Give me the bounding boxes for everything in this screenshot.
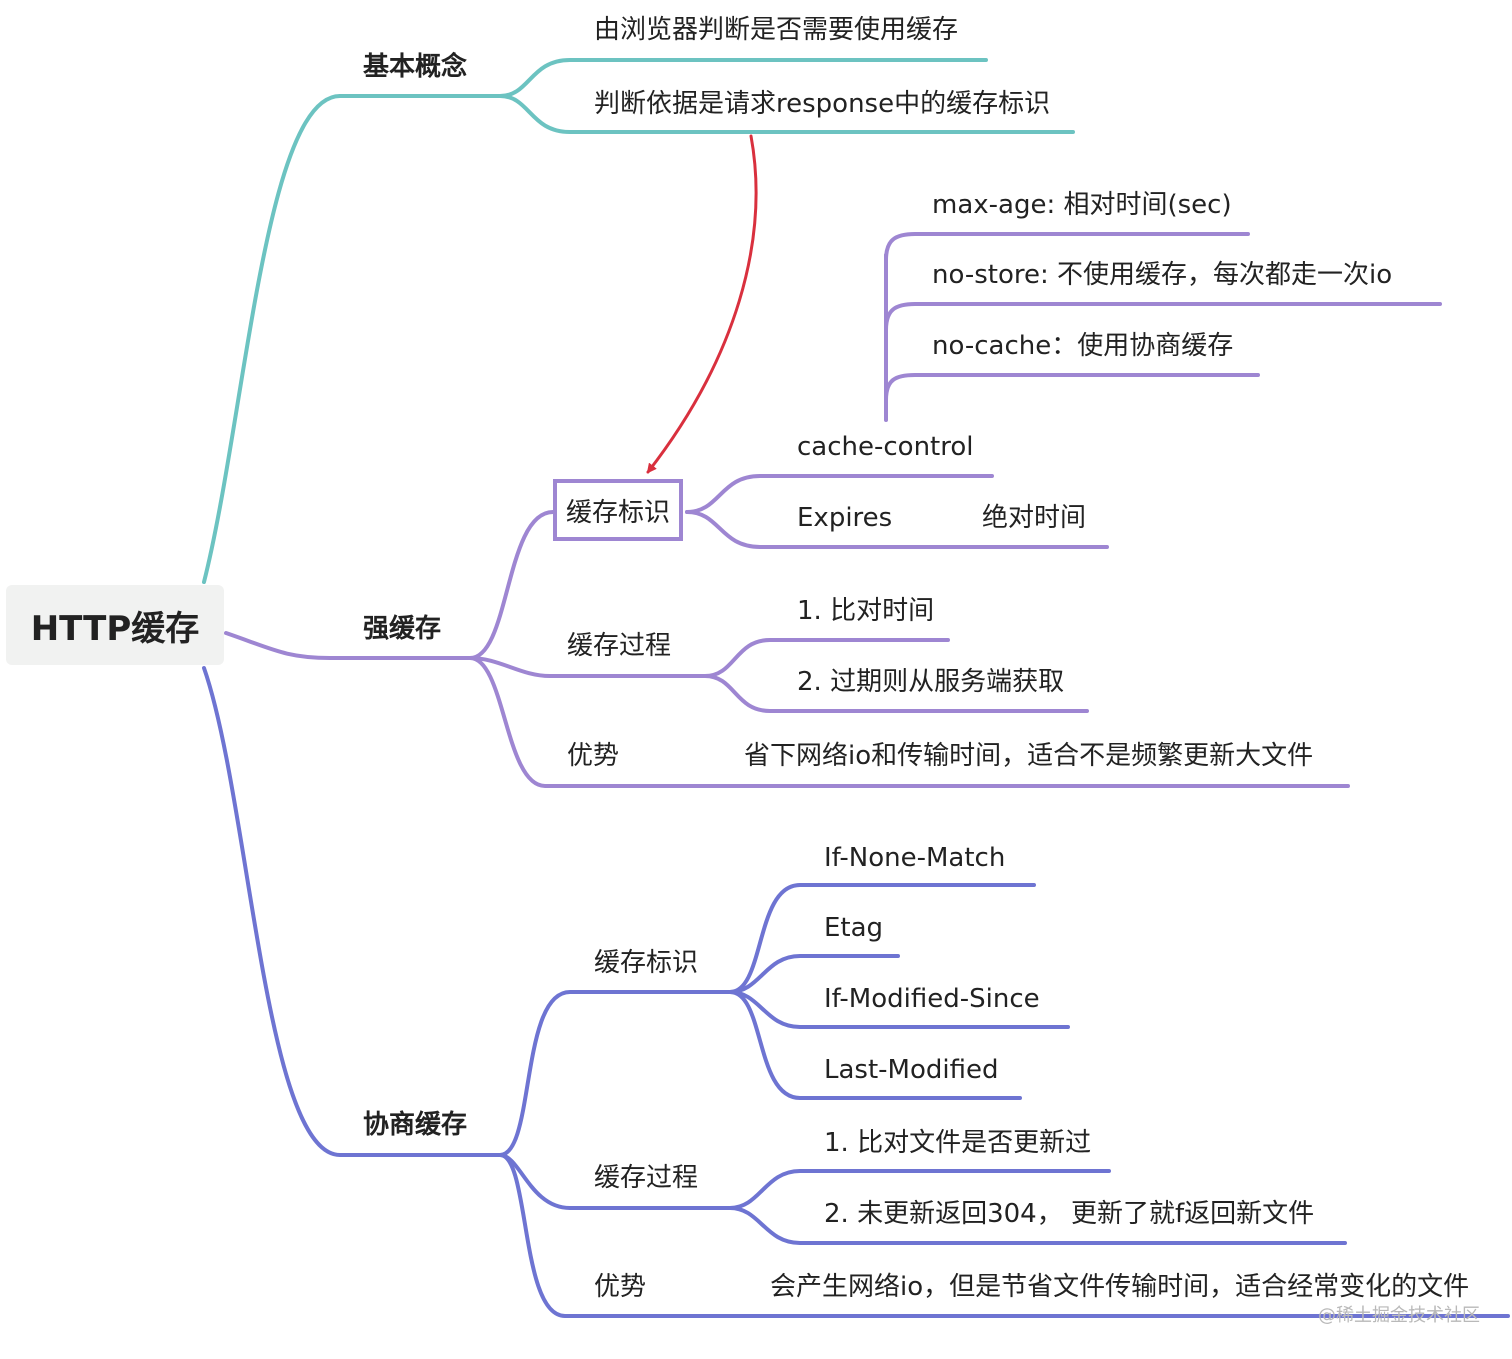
edge-root-strong — [224, 631, 472, 660]
edge-neg-flag-item-4 — [728, 990, 1022, 1100]
node-strong-process-item-2[interactable]: 2. 过期则从服务端获取 — [797, 667, 1065, 697]
node-neg-process-item-2[interactable]: 2. 未更新返回304， 更新了就f返回新文件 — [824, 1199, 1315, 1229]
edge-basic-item-2 — [498, 94, 1075, 134]
node-basic-concept[interactable]: 基本概念 — [363, 52, 468, 82]
edge-root-basic — [202, 94, 342, 584]
edge-neg-flag-item-1 — [728, 883, 1036, 994]
node-strong-process-item-1[interactable]: 1. 比对时间 — [797, 596, 935, 626]
edge-neg-process-item-2 — [728, 1206, 1347, 1245]
node-last-modified[interactable]: Last-Modified — [824, 1055, 999, 1085]
edge-neg-flag — [498, 990, 732, 1157]
edge-basic-item-1 — [498, 58, 988, 98]
edge-process-item-2 — [703, 674, 1089, 713]
node-basic-item-2[interactable]: 判断依据是请求response中的缓存标识 — [594, 89, 1051, 119]
edge-neg-process-item-1 — [728, 1169, 1111, 1210]
node-strong-advantage-note: 省下网络io和传输时间，适合不是频繁更新大文件 — [744, 741, 1314, 771]
edge-strong-advantage — [468, 656, 1350, 788]
edge-strong-process — [468, 656, 707, 678]
node-neg-process-item-1[interactable]: 1. 比对文件是否更新过 — [824, 1128, 1092, 1158]
node-strong-advantage[interactable]: 优势 — [567, 741, 620, 771]
edge-flag-expires — [685, 510, 1109, 549]
node-expires[interactable]: Expires — [797, 503, 893, 533]
node-no-cache[interactable]: no-cache：使用协商缓存 — [932, 331, 1234, 361]
edge-no-store — [884, 302, 1442, 332]
relation-arrow — [646, 134, 758, 474]
node-no-store[interactable]: no-store: 不使用缓存，每次都走一次io — [932, 260, 1393, 290]
node-if-none-match[interactable]: If-None-Match — [824, 843, 1006, 873]
node-strong-cache[interactable]: 强缓存 — [363, 614, 442, 644]
node-neg-advantage-note: 会产生网络io，但是节省文件传输时间，适合经常变化的文件 — [770, 1272, 1470, 1302]
edge-strong-flag — [468, 510, 555, 660]
edge-process-item-1 — [703, 638, 950, 678]
node-cache-control[interactable]: cache-control — [797, 432, 974, 462]
node-expires-note: 绝对时间 — [982, 503, 1087, 533]
edge-neg-advantage — [498, 1153, 1510, 1318]
node-basic-item-1[interactable]: 由浏览器判断是否需要使用缓存 — [594, 15, 959, 45]
root-node[interactable]: HTTP缓存 — [6, 585, 224, 665]
node-neg-flag[interactable]: 缓存标识 — [594, 948, 699, 978]
node-neg-process[interactable]: 缓存过程 — [594, 1163, 699, 1193]
edge-flag-cache-control — [685, 474, 994, 514]
node-neg-advantage[interactable]: 优势 — [594, 1272, 647, 1302]
edge-max-age — [884, 232, 1250, 262]
node-max-age[interactable]: max-age: 相对时间(sec) — [932, 190, 1232, 220]
node-if-modified-since[interactable]: If-Modified-Since — [824, 984, 1040, 1014]
node-etag[interactable]: Etag — [824, 913, 884, 943]
edge-root-negotiate — [202, 666, 502, 1157]
edge-neg-flag-item-2 — [728, 954, 900, 994]
node-strong-flag[interactable]: 缓存标识 — [553, 479, 683, 541]
watermark: @稀土掘金技术社区 — [1318, 1305, 1480, 1326]
edge-no-cache — [884, 373, 1260, 402]
node-strong-process[interactable]: 缓存过程 — [567, 631, 672, 661]
node-negotiate-cache[interactable]: 协商缓存 — [363, 1110, 468, 1140]
